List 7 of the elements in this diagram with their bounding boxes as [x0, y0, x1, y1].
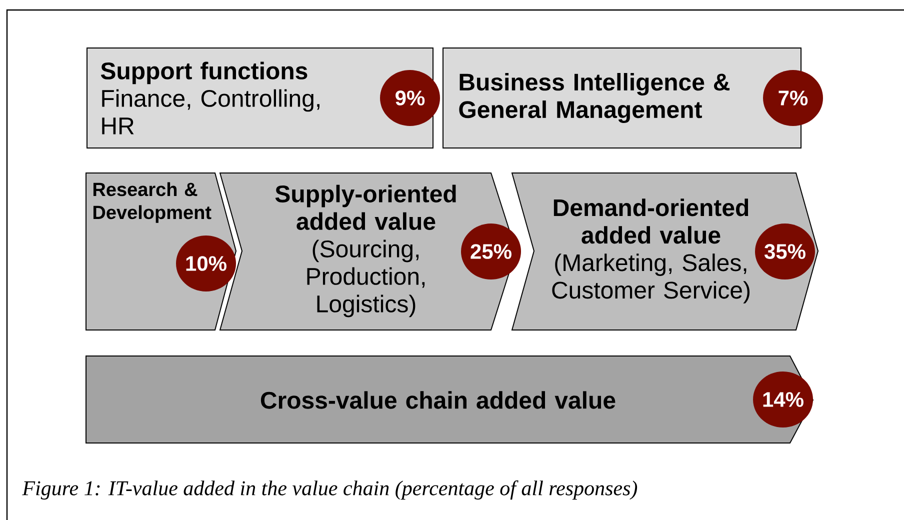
percentage-badge: 14%	[753, 372, 813, 428]
percentage-badge: 35%	[755, 224, 815, 280]
percentage-badge: 7%	[763, 70, 823, 126]
percentage-badge: 10%	[176, 236, 236, 292]
percentage-badge: 9%	[380, 70, 440, 126]
figure-caption: Figure 1: IT-value added in the value chain (percentage of all responses)	[22, 480, 638, 500]
percentage-badge: 25%	[461, 224, 521, 280]
